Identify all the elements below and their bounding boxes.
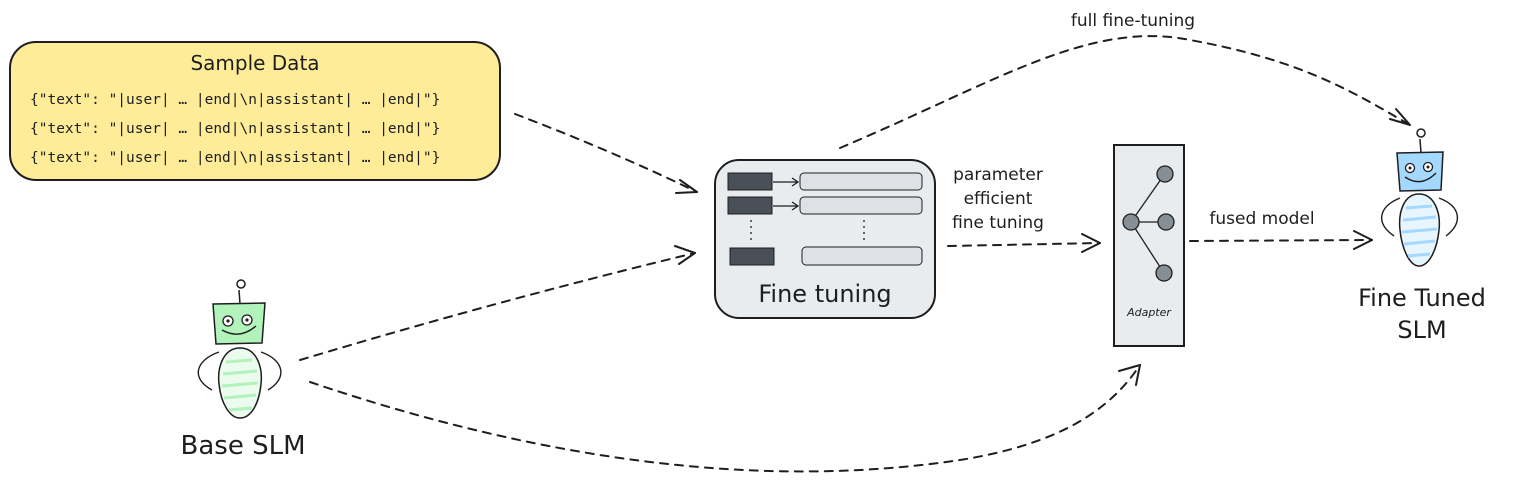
sample-data-line: {"text": "|user| … |end|\n|assistant| … … xyxy=(30,121,440,137)
fine-tuning-block: Fine tuning xyxy=(714,159,936,319)
fine-tuned-slm-label: SLM xyxy=(1397,316,1446,344)
base-slm-label: Base SLM xyxy=(181,431,306,461)
sample-data-line: {"text": "|user| … |end|\n|assistant| … … xyxy=(30,92,440,108)
sample-data-line: {"text": "|user| … |end|\n|assistant| … … xyxy=(30,150,440,166)
edge-label-peft: parameter xyxy=(953,165,1043,185)
fine-tuning-label: Fine tuning xyxy=(758,280,891,308)
fine-tuned-slm-robot-icon xyxy=(1381,128,1458,267)
weight-matrix-icon xyxy=(727,172,923,266)
arrow-peft xyxy=(947,233,1101,253)
fine-tuned-slm-label: Fine Tuned xyxy=(1358,284,1486,312)
arrow-base-to-finetuning xyxy=(299,245,696,361)
edge-label-peft: fine tuning xyxy=(952,213,1044,233)
sample-data-title: Sample Data xyxy=(190,51,319,75)
arrow-sample-to-finetuning xyxy=(514,113,698,194)
arrow-base-to-adapter xyxy=(309,364,1141,473)
sample-data-box: Sample Data {"text": "|user| … |end|\n|a… xyxy=(9,41,501,181)
base-slm-robot-icon xyxy=(197,279,282,419)
edge-label-peft: efficient xyxy=(964,189,1033,209)
adapter-graph-icon xyxy=(1122,165,1175,282)
edge-label-fused-model: fused model xyxy=(1209,209,1314,229)
arrow-full-finetuning xyxy=(839,35,1411,149)
arrow-fused-model xyxy=(1189,230,1373,250)
adapter-block: Adapter xyxy=(1113,144,1185,347)
adapter-label: Adapter xyxy=(1126,306,1172,319)
edge-label-full-finetuning: full fine-tuning xyxy=(1071,11,1195,31)
